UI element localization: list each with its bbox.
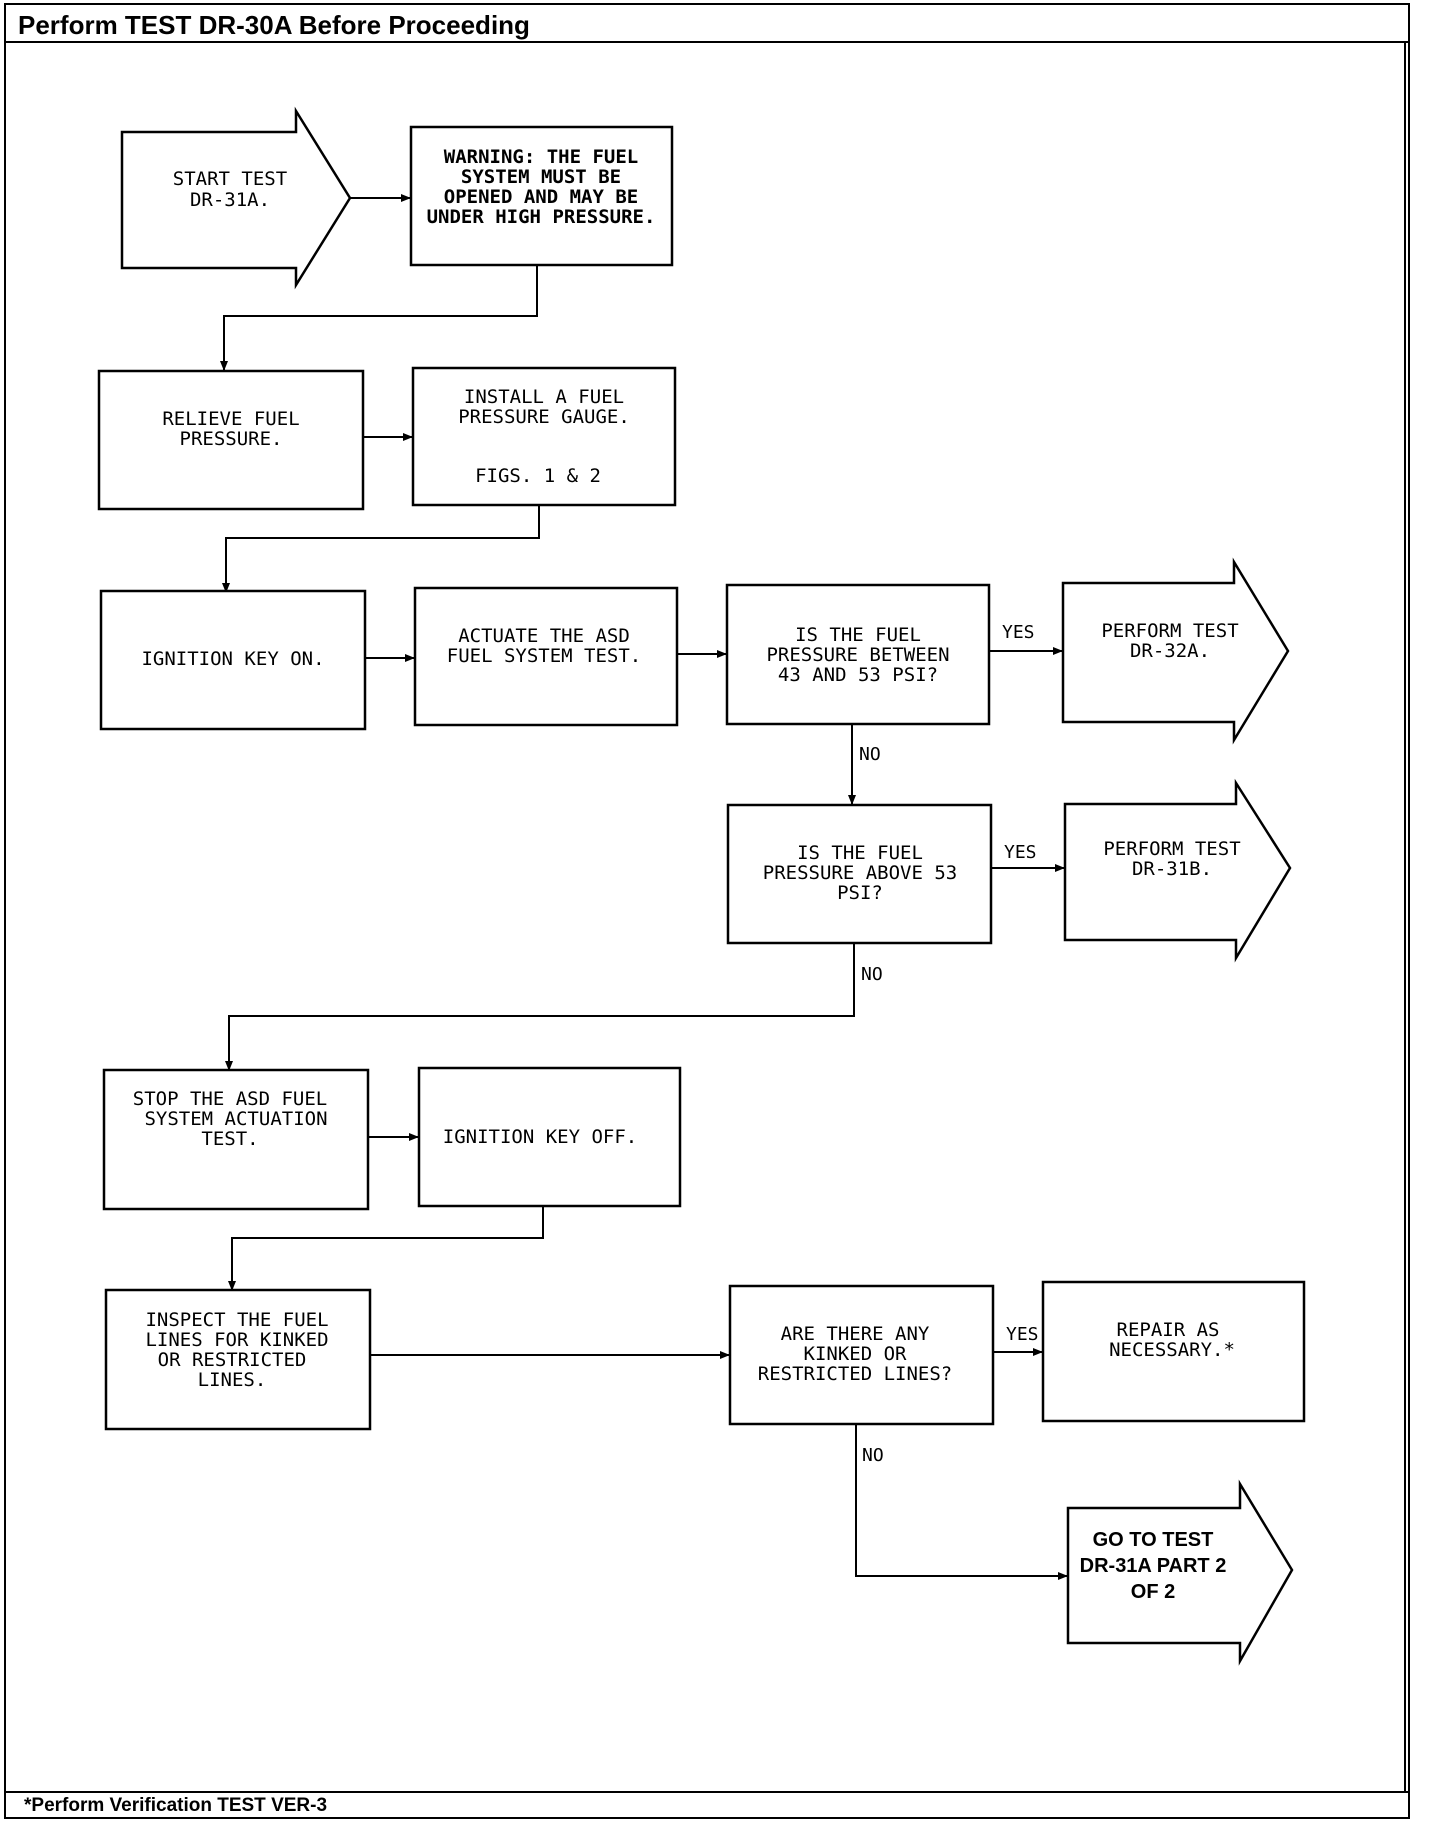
node-q-above-line-2: PRESSURE ABOVE 53 xyxy=(763,862,957,884)
node-inspect-line-3: OR RESTRICTED xyxy=(158,1349,307,1371)
node-install-line-1: INSTALL A FUEL xyxy=(464,386,624,408)
node-dr32a-line-2: DR-32A. xyxy=(1130,640,1210,662)
node-q-between: IS THE FUEL PRESSURE BETWEEN 43 AND 53 P… xyxy=(725,583,991,726)
label-yes-between: YES xyxy=(1002,622,1035,643)
label-no-between: NO xyxy=(859,744,881,765)
node-q-kinked-line-1: ARE THERE ANY xyxy=(781,1323,930,1345)
connectors xyxy=(220,194,1068,1580)
node-relieve-line-1: RELIEVE FUEL xyxy=(162,408,299,430)
node-dr31b: PERFORM TEST DR-31B. xyxy=(1063,778,1292,963)
node-actuate-line-1: ACTUATE THE ASD xyxy=(458,625,630,647)
node-dr32a-line-1: PERFORM TEST xyxy=(1101,620,1238,642)
node-install-ref: FIGS. 1 & 2 xyxy=(475,465,601,487)
node-q-between-line-1: IS THE FUEL xyxy=(795,624,921,646)
node-actuate-line-2: FUEL SYSTEM TEST. xyxy=(447,645,641,667)
page-title: Perform TEST DR-30A Before Proceeding xyxy=(18,10,530,40)
node-q-between-line-3: 43 AND 53 PSI? xyxy=(778,664,938,686)
node-inspect-line-2: LINES FOR KINKED xyxy=(145,1329,328,1351)
node-q-between-line-2: PRESSURE BETWEEN xyxy=(766,644,949,666)
node-install: INSTALL A FUEL PRESSURE GAUGE. FIGS. 1 &… xyxy=(411,366,677,507)
node-q-above-line-3: PSI? xyxy=(837,882,883,904)
arrow-warning-to-relieve xyxy=(220,266,538,371)
node-q-kinked: ARE THERE ANY KINKED OR RESTRICTED LINES… xyxy=(728,1284,995,1426)
node-stop-line-3: TEST. xyxy=(201,1128,258,1150)
node-relieve-line-2: PRESSURE. xyxy=(180,428,283,450)
right-rule xyxy=(1404,43,1406,1791)
node-q-kinked-line-2: KINKED OR xyxy=(804,1343,908,1365)
header-bar: Perform TEST DR-30A Before Proceeding xyxy=(6,5,1408,43)
node-q-above-line-1: IS THE FUEL xyxy=(797,842,923,864)
node-warning-line-2: SYSTEM MUST BE xyxy=(461,166,621,188)
node-warning-line-4: UNDER HIGH PRESSURE. xyxy=(427,206,656,228)
node-part2: GO TO TEST DR-31A PART 2 OF 2 xyxy=(1066,1479,1294,1666)
node-start: START TEST DR-31A. xyxy=(120,106,352,290)
node-stop-line-1: STOP THE ASD FUEL xyxy=(133,1088,327,1110)
arrow-qabove-no xyxy=(225,942,855,1071)
node-inspect-line-1: INSPECT THE FUEL xyxy=(145,1309,328,1331)
arrow-keyoff-to-inspect xyxy=(228,1206,544,1291)
node-start-line-1: START TEST xyxy=(173,168,287,190)
node-warning-line-1: WARNING: THE FUEL xyxy=(444,146,638,168)
arrow-qkinked-no xyxy=(855,1424,1068,1580)
node-part2-line-2: DR-31A PART 2 xyxy=(1080,1555,1227,1577)
node-actuate: ACTUATE THE ASD FUEL SYSTEM TEST. xyxy=(413,586,679,727)
node-dr31b-line-2: DR-31B. xyxy=(1132,858,1212,880)
arrow-install-to-keyon xyxy=(222,506,540,593)
node-part2-line-3: OF 2 xyxy=(1131,1581,1175,1603)
label-no-kinked: NO xyxy=(862,1445,884,1466)
label-yes-above: YES xyxy=(1004,842,1037,863)
node-warning: WARNING: THE FUEL SYSTEM MUST BE OPENED … xyxy=(409,125,674,267)
node-q-above: IS THE FUEL PRESSURE ABOVE 53 PSI? xyxy=(726,803,993,945)
footer-bar: *Perform Verification TEST VER-3 xyxy=(6,1791,1408,1819)
node-repair: REPAIR AS NECESSARY.* xyxy=(1041,1280,1306,1423)
node-warning-line-3: OPENED AND MAY BE xyxy=(444,186,638,208)
node-repair-line-2: NECESSARY.* xyxy=(1109,1339,1235,1361)
node-part2-line-1: GO TO TEST xyxy=(1093,1529,1214,1551)
node-stop-line-2: SYSTEM ACTUATION xyxy=(144,1108,327,1130)
node-key-on-line-1: IGNITION KEY ON. xyxy=(141,648,324,670)
node-inspect: INSPECT THE FUEL LINES FOR KINKED OR RES… xyxy=(104,1288,372,1431)
node-key-off-line-1: IGNITION KEY OFF. xyxy=(443,1126,637,1148)
label-yes-kinked: YES xyxy=(1006,1324,1039,1345)
node-key-on: IGNITION KEY ON. xyxy=(99,589,367,731)
node-repair-line-1: REPAIR AS xyxy=(1117,1319,1220,1341)
label-no-above: NO xyxy=(861,964,883,985)
node-dr32a: PERFORM TEST DR-32A. xyxy=(1061,557,1290,745)
node-start-line-2: DR-31A. xyxy=(190,189,270,211)
node-relieve: RELIEVE FUEL PRESSURE. xyxy=(97,369,365,511)
node-stop: STOP THE ASD FUEL SYSTEM ACTUATION TEST. xyxy=(102,1068,370,1211)
page-frame: Perform TEST DR-30A Before Proceeding *P… xyxy=(4,3,1410,1819)
node-dr31b-line-1: PERFORM TEST xyxy=(1103,838,1240,860)
node-inspect-line-4: LINES. xyxy=(198,1369,267,1391)
footnote: *Perform Verification TEST VER-3 xyxy=(24,1795,328,1816)
branch-labels: YES NO YES NO YES NO xyxy=(859,622,1039,1466)
node-install-line-2: PRESSURE GAUGE. xyxy=(458,406,630,428)
node-q-kinked-line-3: RESTRICTED LINES? xyxy=(758,1363,952,1385)
node-key-off: IGNITION KEY OFF. xyxy=(417,1066,682,1208)
